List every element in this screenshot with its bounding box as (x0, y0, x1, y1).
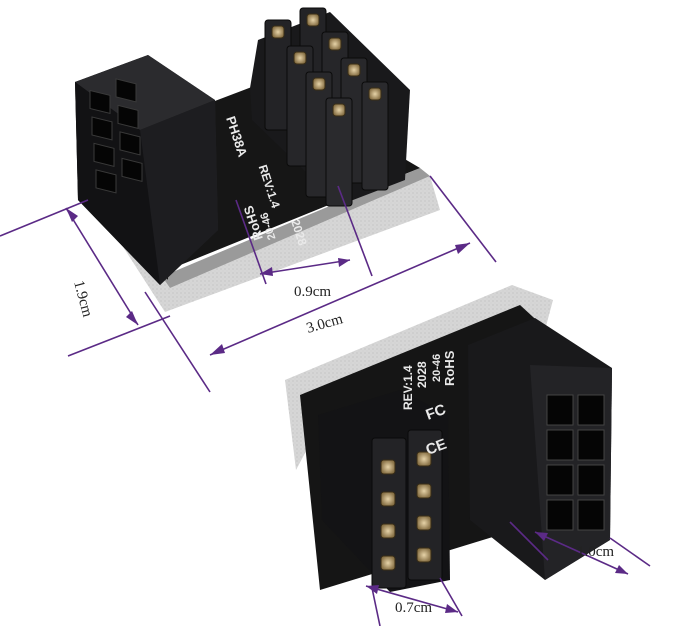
dim-pin-top-extension-b (337, 185, 373, 277)
arrow-pin-top-right (338, 258, 350, 267)
dim-pin-top-label: 0.9cm (294, 284, 331, 300)
arrow-width-right (615, 565, 628, 574)
dim-width-extension-b (609, 537, 651, 567)
adapter-top-view: PH38A REV:1.4 2028 20-46 RoHS (75, 7, 440, 312)
svg-text:FC: FC (424, 401, 449, 424)
arrow-height-bottom (126, 311, 138, 325)
arrow-height-top (66, 208, 78, 222)
arrow-pin-top-left (260, 267, 273, 276)
dim-width-line (534, 531, 629, 575)
fcc-logo: FC (424, 401, 449, 424)
dim-pin-bottom-extension-b (439, 577, 463, 617)
dim-length-label: 3.0cm (305, 311, 345, 337)
dim-height-extension-b (67, 315, 171, 357)
dim-pin-bottom-line (365, 585, 459, 613)
dim-height-extension-a (0, 199, 89, 237)
pcb-rohs-text-bottom: RoHS (442, 350, 457, 386)
dim-height-label: 1.9cm (70, 279, 95, 319)
dim-width-extension-a (509, 521, 549, 561)
male-8pin-header-bottom (318, 390, 450, 592)
arrow-length-left (210, 344, 225, 355)
pcb-revision-text-bottom: REV:1.4 (401, 365, 415, 410)
svg-text:CE: CE (424, 436, 449, 459)
dimension-arrowheads (66, 208, 628, 613)
arrow-pin-bottom-right (445, 604, 458, 613)
dim-pin-bottom-label: 0.7cm (395, 600, 432, 616)
dim-length-extension-b (429, 175, 497, 263)
dim-pin-top-line (259, 259, 351, 275)
adapter-bottom-view: REV:1.4 2028 20-46 RoHS FC CE (285, 285, 612, 592)
dimension-lines (0, 175, 651, 626)
ce-logo: CE (424, 436, 449, 459)
dim-pin-bottom-extension-a (371, 587, 381, 626)
pcb-date-text-bottom: 2028 (415, 361, 429, 388)
male-8pin-header-top (250, 7, 410, 207)
dim-length-line (209, 242, 471, 356)
dim-pin-top-extension-a (235, 199, 267, 285)
pcb-batch-text-bottom: 20-46 (431, 354, 443, 382)
arrow-pin-bottom-left (366, 585, 379, 594)
arrow-length-right (455, 243, 470, 254)
female-8pin-socket-top (75, 55, 218, 285)
dim-width-label: 1.0cm (577, 544, 614, 560)
female-8pin-socket-bottom (468, 318, 612, 580)
dim-length-extension-a (144, 291, 211, 393)
dim-height-line (65, 207, 139, 326)
arrow-width-left (535, 532, 548, 541)
pcb-silkscreen-bottom: REV:1.4 2028 20-46 RoHS (401, 350, 457, 410)
